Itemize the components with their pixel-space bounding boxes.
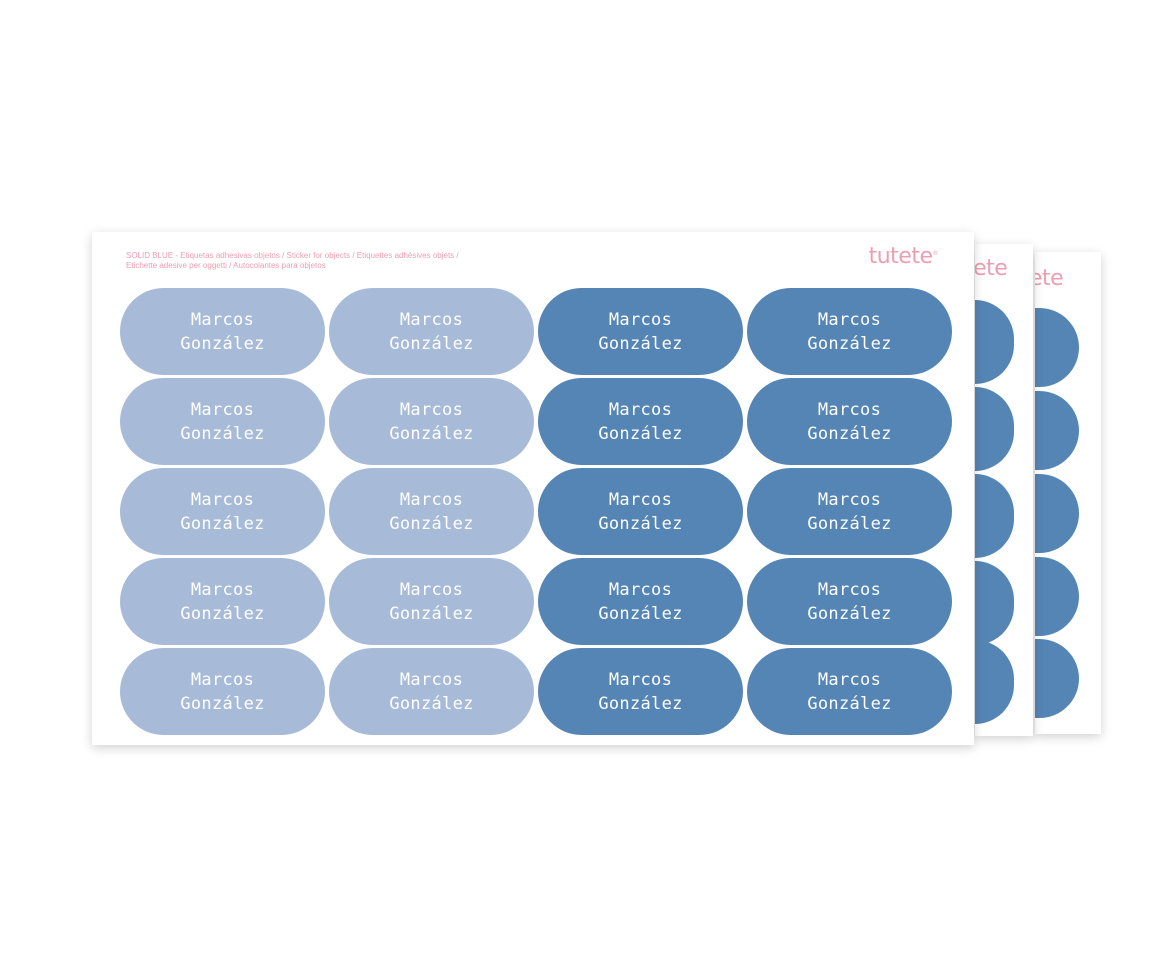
label-first-name: Marcos (817, 399, 882, 420)
label-first-name: Marcos (817, 489, 882, 510)
label-last-name: González (389, 513, 474, 534)
back-label-cap (1035, 557, 1079, 636)
back-label-cap (975, 561, 1014, 645)
label-last-name: González (598, 693, 683, 714)
caption-line: SOLID BLUE - Etiquetas adhesivas objetos… (126, 251, 459, 260)
label-first-name: Marcos (399, 489, 464, 510)
label-first-name: Marcos (608, 399, 673, 420)
brand-logo: tutete® (868, 244, 939, 269)
label-first-name: Marcos (817, 309, 882, 330)
label-first-name: Marcos (190, 579, 255, 600)
label-first-name: Marcos (190, 489, 255, 510)
product-caption: SOLID BLUE - Etiquetas adhesivas objetos… (126, 251, 596, 271)
label-last-name: González (807, 423, 892, 444)
back-label-cap (975, 387, 1014, 471)
label-first-name: Marcos (190, 669, 255, 690)
label-last-name: González (598, 603, 683, 624)
back-label-cap (1035, 391, 1079, 470)
label-last-name: González (598, 423, 683, 444)
label-first-name: Marcos (608, 489, 673, 510)
label-last-name: González (180, 603, 265, 624)
label-last-name: González (389, 333, 474, 354)
label-first-name: Marcos (399, 579, 464, 600)
brand-name: tutete (868, 244, 933, 269)
label-last-name: González (598, 513, 683, 534)
caption-line: Etichette adesive per oggetti / Autocola… (126, 261, 326, 270)
sticker-sheet: SOLID BLUE - Etiquetas adhesivas objetos… (92, 232, 974, 745)
label-last-name: González (180, 423, 265, 444)
label-first-name: Marcos (608, 579, 673, 600)
label-last-name: González (389, 423, 474, 444)
label-first-name: Marcos (399, 399, 464, 420)
back-sheet-2: ete (1035, 252, 1101, 734)
label-last-name: González (389, 603, 474, 624)
back-sheet-1: tete (975, 244, 1033, 736)
label-last-name: González (180, 333, 265, 354)
label-first-name: Marcos (817, 579, 882, 600)
back-label-cap (1035, 308, 1079, 387)
label-last-name: González (807, 693, 892, 714)
back-sheet-logo: tete (975, 256, 1008, 281)
back-label-cap (1035, 474, 1079, 553)
back-label-cap (1035, 639, 1079, 718)
label-last-name: González (180, 513, 265, 534)
label-last-name: González (807, 603, 892, 624)
brand-registered-mark: ® (932, 250, 939, 257)
label-first-name: Marcos (399, 309, 464, 330)
label-last-name: González (807, 333, 892, 354)
label-last-name: González (389, 693, 474, 714)
label-first-name: Marcos (608, 669, 673, 690)
label-first-name: Marcos (608, 309, 673, 330)
label-last-name: González (807, 513, 892, 534)
label-first-name: Marcos (190, 309, 255, 330)
back-sheet-logo: ete (1035, 266, 1064, 291)
label-first-name: Marcos (817, 669, 882, 690)
back-label-cap (975, 474, 1014, 558)
label-first-name: Marcos (399, 669, 464, 690)
label-last-name: González (180, 693, 265, 714)
back-label-cap (975, 300, 1014, 384)
label-first-name: Marcos (190, 399, 255, 420)
label-last-name: González (598, 333, 683, 354)
back-label-cap (975, 640, 1014, 724)
